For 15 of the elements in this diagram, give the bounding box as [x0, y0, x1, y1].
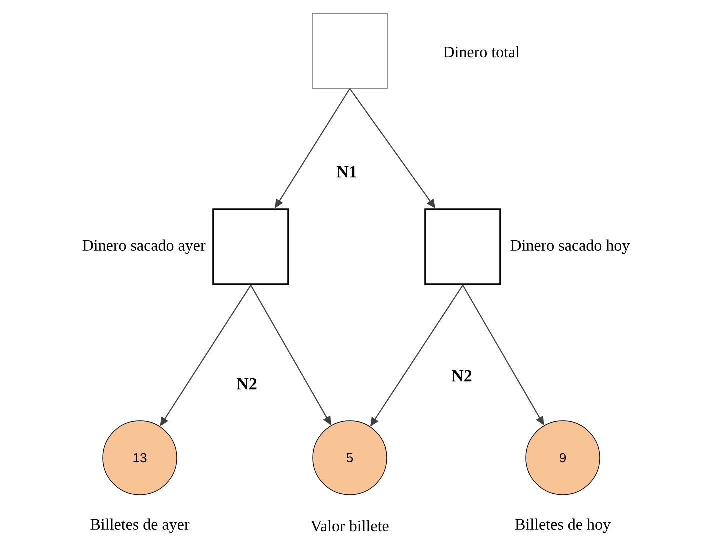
level-label: N1	[336, 166, 356, 178]
circle-node: 13	[102, 420, 178, 496]
level-label: N2	[452, 370, 472, 382]
node-caption: Dinero sacado hoy	[510, 240, 630, 254]
node-caption: Dinero total	[444, 46, 520, 58]
square-box	[212, 208, 290, 286]
level-label: N2	[236, 378, 257, 390]
square-box	[312, 13, 388, 89]
node-caption: Billetes de hoy	[515, 518, 611, 534]
circle-node: 9	[526, 420, 600, 496]
node-caption: Valor billete	[310, 520, 389, 532]
square-box	[424, 208, 502, 286]
node-caption: Dinero sacado ayer	[82, 240, 206, 254]
circle-node: 5	[312, 420, 388, 496]
node-caption: Billetes de ayer	[90, 518, 190, 534]
